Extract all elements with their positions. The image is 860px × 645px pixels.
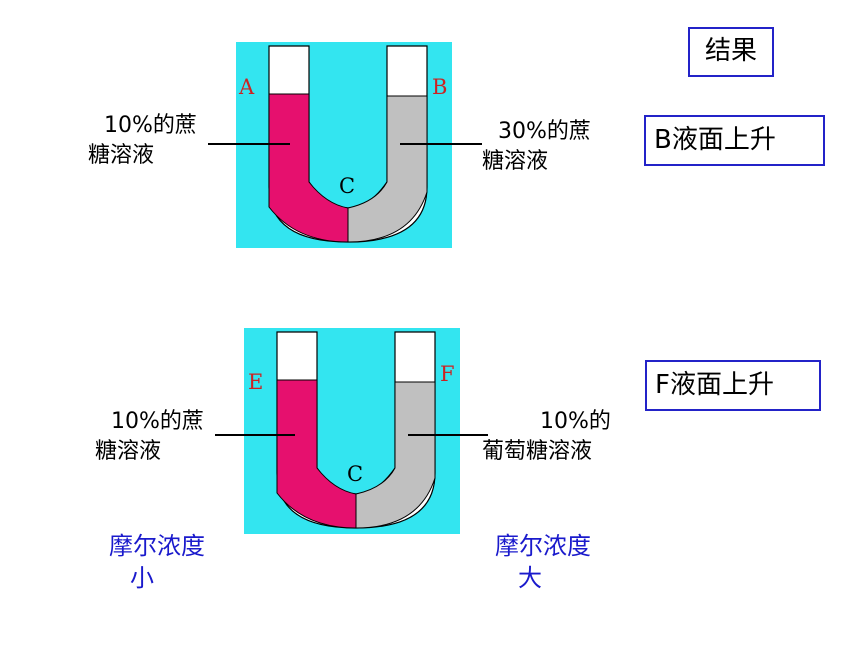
label-right-1-line1: 30%的蔗 [498, 119, 591, 144]
letter-f: F [440, 362, 455, 386]
u-tube-1-svg [236, 42, 452, 248]
label-left-2: 10%的蔗 糖溶液 [95, 407, 204, 467]
letter-c: C [339, 174, 356, 198]
molar-left: 摩尔浓度 小 [98, 530, 216, 594]
result-title: 结果 [704, 36, 757, 66]
right-solution [347, 95, 428, 243]
molar-left-line2: 小 [130, 564, 154, 592]
letter-c-2: C [347, 462, 364, 486]
label-right-1: 30%的蔗 糖溶液 [482, 117, 591, 177]
leader-line-right-2 [408, 434, 488, 436]
label-left-2-line1: 10%的蔗 [111, 409, 204, 434]
molar-right: 摩尔浓度 大 [484, 530, 602, 594]
label-right-1-line2: 糖溶液 [482, 149, 549, 174]
result-text-1: B液面上升 [654, 125, 776, 155]
leader-line-left-2 [215, 434, 295, 436]
result-box-2: F液面上升 [645, 360, 821, 411]
molar-left-line1: 摩尔浓度 [109, 532, 205, 560]
molar-right-line1: 摩尔浓度 [495, 532, 591, 560]
letter-e: E [248, 370, 264, 394]
result-title-box: 结果 [688, 27, 774, 77]
label-right-2-line1: 10%的 [540, 409, 611, 434]
result-text-2: F液面上升 [655, 370, 774, 400]
letter-a: A [239, 75, 255, 99]
u-tube-diagram-1: A B C [236, 42, 452, 248]
u-tube-diagram-2: E F C [244, 328, 460, 534]
leader-line-right-1 [400, 143, 482, 145]
result-box-1: B液面上升 [644, 115, 825, 166]
leader-line-left-1 [208, 143, 290, 145]
label-left-1: 10%的蔗 糖溶液 [88, 111, 197, 171]
label-right-2: 10%的 葡萄糖溶液 [482, 407, 611, 467]
label-left-1-line1: 10%的蔗 [104, 113, 197, 138]
label-left-2-line2: 糖溶液 [95, 439, 162, 464]
molar-right-line2: 大 [518, 564, 542, 592]
label-right-2-line2: 葡萄糖溶液 [482, 439, 593, 464]
u-tube-2-svg [244, 328, 460, 534]
label-left-1-line2: 糖溶液 [88, 143, 155, 168]
right-solution [355, 381, 436, 529]
letter-b: B [432, 75, 448, 99]
